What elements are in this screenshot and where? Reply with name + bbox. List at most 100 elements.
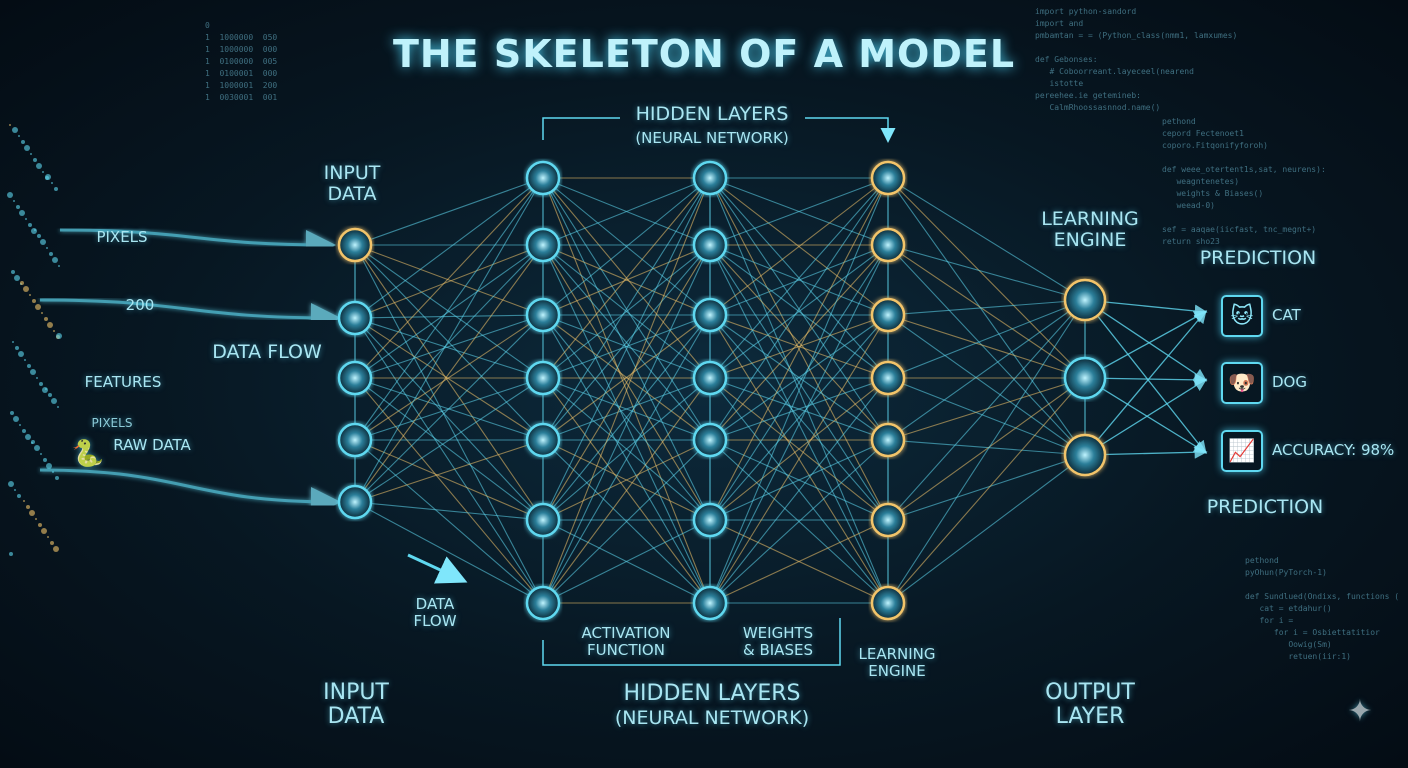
neuron-node: [1063, 433, 1107, 477]
data-particle: [19, 210, 25, 216]
data-particle: [10, 411, 14, 415]
connection-edge: [542, 177, 711, 246]
connection-edge: [709, 177, 889, 604]
prediction-cat-label: CAT: [1272, 306, 1301, 324]
connection-edge: [542, 244, 711, 441]
connection-edge: [354, 177, 544, 379]
output-arrow: [1084, 299, 1207, 455]
label-line: LAYER: [1055, 704, 1125, 730]
data-particle: [38, 523, 42, 527]
connection-edge: [542, 177, 711, 441]
connection-edge: [709, 177, 889, 316]
data-particle: [7, 192, 13, 198]
data-particle: [24, 145, 30, 151]
data-particle: [18, 135, 20, 137]
neuron-node: [525, 360, 561, 396]
data-particle: [46, 463, 52, 469]
data-particle: [32, 299, 36, 303]
connection-edge: [542, 314, 711, 441]
connection-edge: [354, 501, 544, 521]
connection-edge: [887, 454, 1086, 521]
connection-edge: [354, 177, 544, 503]
connection-edge: [709, 177, 889, 246]
connection-edge: [354, 244, 544, 503]
data-particle: [47, 536, 49, 538]
neural-network-label-bottom: (NEURAL NETWORK): [614, 707, 810, 729]
neuron-node: [337, 360, 373, 396]
data-flow-arrow: [407, 553, 468, 584]
hidden-layers-bracket-top: [542, 117, 888, 140]
pixels-label: PIXELS: [96, 228, 148, 246]
code-snippet-top-right: import python-sandord import and pmbamta…: [1035, 7, 1238, 112]
data-particle: [14, 275, 20, 281]
neuron-node: [525, 585, 561, 621]
data-particle: [21, 140, 25, 144]
neuron-node: [870, 585, 906, 621]
label-line: FLOW: [413, 611, 457, 630]
connection-edge: [354, 177, 544, 441]
connection-edge: [542, 439, 711, 521]
connection-edge: [542, 314, 711, 379]
connection-edge: [887, 377, 1086, 441]
connection-edge: [354, 317, 544, 521]
pixels-small-label: PIXELS: [91, 416, 133, 430]
data-particle: [40, 239, 46, 245]
data-particle: [53, 330, 55, 332]
data-particle: [37, 234, 41, 238]
data-particle: [40, 453, 42, 455]
connection-edge: [887, 299, 1086, 604]
data-particle: [13, 200, 15, 202]
connection-edge: [354, 314, 544, 379]
connection-edge: [542, 177, 711, 316]
output-arrow: [1084, 310, 1208, 379]
neuron-node: [692, 360, 728, 396]
neuron-node: [1063, 278, 1107, 322]
data-particle: [44, 317, 48, 321]
connection-edge: [887, 244, 1086, 379]
connection-edge: [354, 177, 544, 319]
label-line: LEARNING: [858, 645, 936, 663]
connection-edge: [887, 377, 1086, 604]
label-line: INPUT: [323, 680, 389, 705]
connection-edge: [542, 177, 711, 521]
connection-edge: [354, 314, 544, 441]
data-particle: [18, 351, 24, 357]
connection-edge: [709, 314, 889, 604]
connection-edge: [709, 244, 889, 379]
connection-edge: [887, 244, 1086, 301]
data-particle: [53, 546, 59, 552]
connection-edge: [887, 299, 1086, 379]
code-snippet-bottom-right: pethond pyOhun(PyTorch-1) def Sundlued(O…: [1245, 556, 1400, 661]
hidden-layers-label-top: HIDDEN LAYERS: [635, 103, 789, 125]
data-particle: [58, 265, 60, 267]
connection-edge: [354, 317, 544, 441]
data-particle: [34, 445, 40, 451]
code-snippet-mid-right: pethond cepord Fectenoet1 coporo.Fitqoni…: [1162, 117, 1326, 246]
data-particle: [30, 369, 36, 375]
data-flow-arrow: [39, 298, 341, 333]
data-particle: [52, 471, 54, 473]
connection-edge: [887, 177, 1086, 456]
data-flow-arrow: [39, 468, 341, 517]
connection-edge: [709, 519, 889, 604]
neuron-node: [870, 422, 906, 458]
data-particle: [16, 205, 20, 209]
data-particle: [48, 393, 52, 397]
neuron-node: [525, 502, 561, 538]
data-particle: [57, 406, 59, 408]
chart-icon: 📈: [1221, 430, 1263, 472]
data-particle: [49, 252, 53, 256]
connection-edge: [709, 377, 889, 521]
connection-edge: [887, 299, 1086, 316]
data-flow-label-left: DATA FLOW: [212, 341, 322, 363]
output-arrow: [1084, 378, 1208, 456]
connection-edge: [542, 377, 711, 441]
connection-edge: [709, 244, 889, 604]
connection-edge: [887, 377, 1086, 456]
